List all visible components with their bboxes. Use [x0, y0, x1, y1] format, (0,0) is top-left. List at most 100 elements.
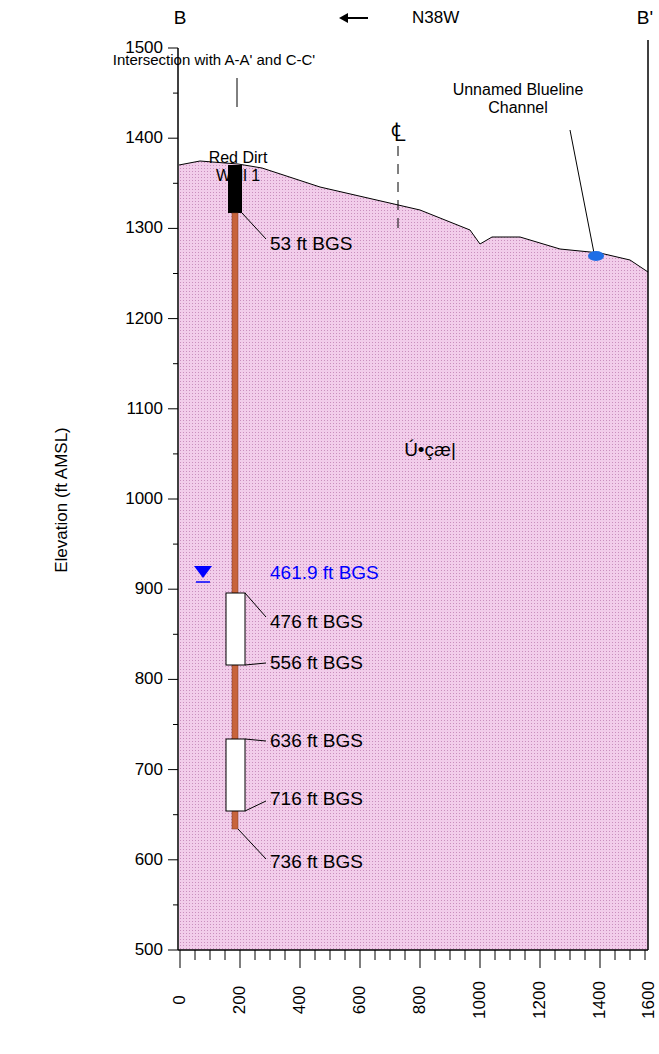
- x-tick-label: 1000: [471, 981, 490, 1019]
- well-casing: [232, 213, 238, 829]
- x-tick-label: 600: [351, 986, 370, 1014]
- formation-fill: [179, 161, 648, 950]
- tick: [510, 950, 511, 960]
- y-tick-label: 1200: [125, 309, 163, 328]
- section-end-label: B': [637, 8, 653, 29]
- tick: [173, 634, 178, 635]
- tick: [435, 950, 436, 960]
- tick: [345, 950, 346, 960]
- y-tick-label: 1000: [125, 490, 163, 509]
- tick: [585, 950, 586, 960]
- tick: [375, 950, 376, 960]
- tick: [315, 950, 316, 960]
- tick: [168, 679, 178, 680]
- tick: [173, 453, 178, 454]
- tick: [450, 950, 451, 960]
- tick: [168, 950, 178, 951]
- direction-arrow: [345, 17, 368, 19]
- y-tick-label: 1400: [125, 129, 163, 148]
- x-tick-label: 200: [231, 986, 250, 1014]
- tick: [300, 950, 301, 968]
- tick: [420, 950, 421, 968]
- tick: [330, 950, 331, 960]
- leader-lines: [238, 130, 594, 859]
- depth-label: 476 ft BGS: [270, 612, 363, 633]
- tick: [210, 950, 211, 960]
- channel-name: Unnamed Blueline Channel: [443, 81, 593, 116]
- x-tick-label: 1400: [591, 981, 610, 1019]
- tick: [360, 950, 361, 968]
- tick: [405, 950, 406, 960]
- depth-label: 716 ft BGS: [270, 789, 363, 810]
- intersection-line: [237, 78, 238, 107]
- x-tick-label: 0: [171, 995, 190, 1004]
- channel-symbol: [588, 251, 604, 261]
- x-tick-label: 1600: [640, 981, 659, 1019]
- y-tick-label: 1100: [126, 399, 163, 418]
- tick: [270, 950, 271, 960]
- well-screen: [226, 593, 245, 665]
- tick: [615, 950, 616, 960]
- tick: [173, 904, 178, 905]
- depth-label: 53 ft BGS: [270, 234, 352, 255]
- water-level-symbol: [194, 566, 212, 578]
- tick: [168, 138, 178, 139]
- tick: [240, 950, 241, 968]
- x-axis: [178, 949, 648, 951]
- tick: [525, 950, 526, 960]
- y-tick-label: 1300: [125, 219, 163, 238]
- tick: [168, 859, 178, 860]
- tick: [645, 950, 646, 960]
- centerline-dash: [398, 146, 399, 234]
- tick: [168, 318, 178, 319]
- tick: [168, 228, 178, 229]
- tick: [390, 950, 391, 960]
- axis-title: Elevation (ft AMSL): [53, 427, 72, 573]
- tick: [173, 544, 178, 545]
- tick: [173, 183, 178, 184]
- y-tick-label: 500: [135, 941, 163, 960]
- tick: [168, 769, 178, 770]
- tick: [168, 589, 178, 590]
- tick: [173, 363, 178, 364]
- tick: [168, 48, 178, 49]
- y-tick-label: 800: [135, 670, 163, 689]
- x-tick-label: 400: [291, 986, 310, 1014]
- tick: [600, 950, 601, 968]
- tick: [173, 814, 178, 815]
- tick: [285, 950, 286, 960]
- tick: [480, 950, 481, 968]
- water-level-line: [196, 581, 210, 583]
- y-tick-label: 1500: [125, 39, 163, 58]
- water-depth-label: 461.9 ft BGS: [270, 563, 379, 584]
- tick: [465, 950, 466, 960]
- tick: [495, 950, 496, 960]
- section-end-label: B: [174, 8, 187, 29]
- unit-label: Ú•çæ|: [404, 440, 456, 461]
- tick: [630, 950, 631, 960]
- depth-label: 636 ft BGS: [270, 731, 363, 752]
- tick: [173, 724, 178, 725]
- direction-label: N38W: [412, 9, 459, 28]
- x-tick-label: 1200: [531, 981, 550, 1019]
- y-tick-label: 700: [135, 760, 163, 779]
- tick: [555, 950, 556, 960]
- direction-arrowhead: [339, 13, 348, 23]
- tick: [173, 273, 178, 274]
- tick: [168, 499, 178, 500]
- well-name: Red Dirt Well 1: [198, 149, 278, 184]
- axis-ticks: [168, 48, 645, 968]
- centerline-symbol: ℄: [391, 118, 406, 147]
- depth-label: 736 ft BGS: [270, 852, 363, 873]
- depth-label: 556 ft BGS: [270, 653, 363, 674]
- x-tick-label: 800: [411, 986, 430, 1014]
- tick: [255, 950, 256, 960]
- tick: [195, 950, 196, 960]
- tick: [225, 950, 226, 960]
- y-tick-label: 900: [135, 580, 163, 599]
- y-tick-label: 600: [135, 850, 163, 869]
- section-end: [647, 40, 649, 950]
- well-screen: [226, 739, 245, 811]
- tick: [168, 408, 178, 409]
